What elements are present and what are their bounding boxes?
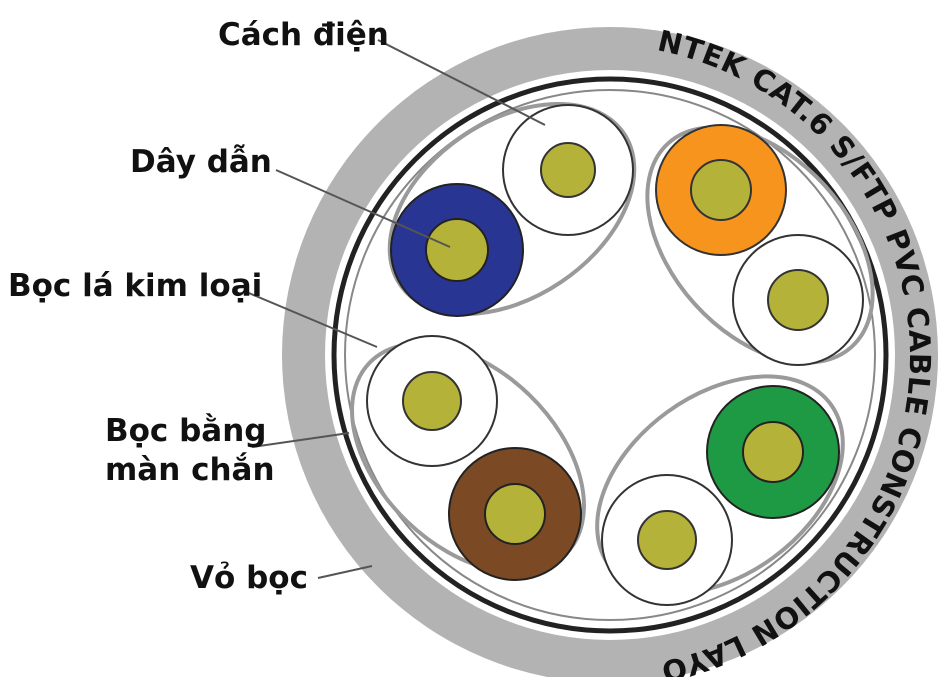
conductor-white [767, 269, 829, 331]
conductor-brown [484, 483, 546, 545]
pair-orange-white [645, 124, 875, 366]
label-braid-line2: màn chắn [105, 452, 275, 488]
pair-green-white [595, 374, 845, 606]
braid-shield-line [331, 76, 889, 634]
label-insulation: Cách điện [218, 17, 389, 53]
label-conductor: Dây dẫn [130, 144, 272, 180]
leader-jacket [317, 565, 373, 579]
conductor-white [402, 371, 462, 431]
conductor-green [742, 421, 804, 483]
pair-foil-orange [645, 125, 875, 365]
leader-conductor [275, 169, 451, 248]
pair-brown-white [350, 335, 586, 581]
conductor-orange [690, 159, 752, 221]
conductor-white [540, 142, 596, 198]
pair-blue-white [387, 102, 637, 317]
leader-foil [243, 290, 378, 348]
label-foil: Bọc lá kim loại [8, 268, 262, 304]
inner-shield-line [344, 89, 876, 621]
conductor-white [637, 510, 697, 570]
leader-insulation [377, 39, 546, 126]
leader-braid [251, 432, 350, 448]
label-braid-line1: Bọc bằng [105, 413, 266, 449]
conductor-blue [425, 218, 489, 282]
label-jacket: Vỏ bọc [190, 560, 308, 596]
